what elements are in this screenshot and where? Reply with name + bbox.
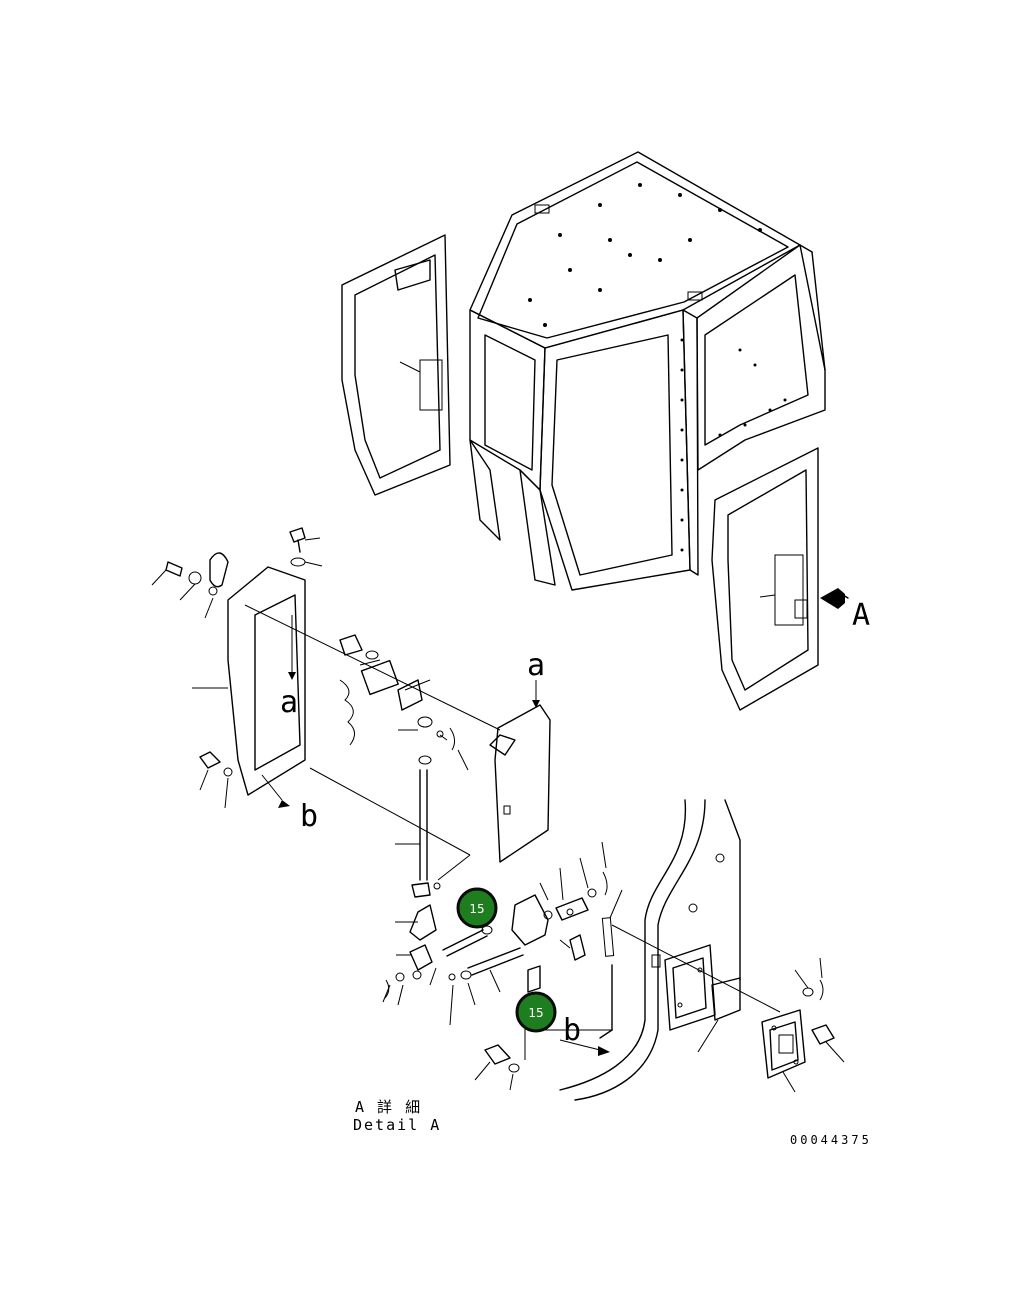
right-door (711, 447, 849, 711)
knob-parts (151, 552, 229, 619)
top-screw (289, 527, 323, 567)
ref-b-right-label: b (563, 1013, 581, 1048)
ref-a-top-label: a (527, 648, 545, 683)
caption-jp: A 詳 細 (355, 1098, 422, 1116)
ref-b-left-label: b (300, 799, 318, 834)
linkage-lines (244, 604, 501, 881)
ref-a-panel-label: a (280, 685, 298, 720)
lock-plate (761, 957, 845, 1093)
drawing-code: 00044375 (790, 1133, 872, 1147)
rod (382, 755, 441, 1006)
left-door (341, 234, 451, 496)
pins-and-bracket (442, 841, 623, 1026)
lower-left-bolt (199, 751, 233, 809)
cover-panel (192, 566, 306, 808)
callout-15-lower-text: 15 (528, 1006, 543, 1020)
striker-bracket (489, 680, 551, 863)
callout-15-upper[interactable]: 15 (456, 887, 498, 929)
caption-en: Detail A (353, 1116, 441, 1134)
callout-15-lower[interactable]: 15 (515, 991, 557, 1033)
cab-assembly (469, 151, 826, 591)
door-frame-section (545, 799, 781, 1101)
view-arrow-label: A (852, 598, 870, 633)
lock-parts (339, 634, 469, 771)
callout-15-upper-text: 15 (469, 902, 484, 916)
